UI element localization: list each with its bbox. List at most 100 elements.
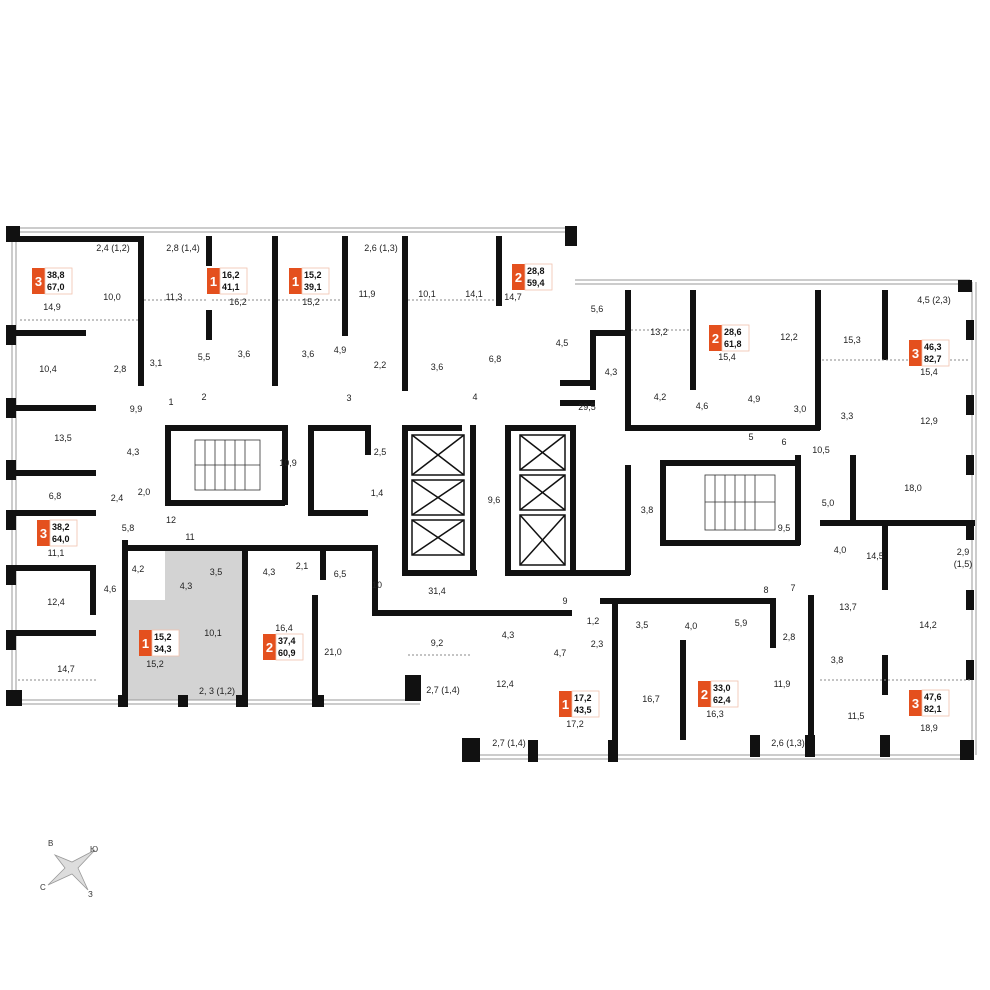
room-area-label: 3,8 [641, 505, 654, 515]
room-area-label: 4,9 [748, 394, 761, 404]
apartment-living-area: 38,8 [47, 270, 65, 280]
room-area-label: 4,0 [685, 621, 698, 631]
room-area-label: 3,6 [431, 362, 444, 372]
apartment-rooms-count: 3 [912, 346, 919, 361]
entrance-number: 4 [472, 392, 477, 402]
room-area-label: 3,3 [841, 411, 854, 421]
apartment-total-area: 34,3 [154, 644, 172, 654]
apartment-living-area: 47,6 [924, 692, 942, 702]
room-area-label: 3,5 [210, 567, 223, 577]
room-area-label: 11,1 [48, 548, 65, 558]
balcony-area-label: (1,5) [954, 559, 973, 569]
room-area-label: 14,2 [919, 620, 937, 630]
room-area-label: 15,4 [920, 367, 938, 377]
compass-north: В [48, 839, 53, 848]
room-area-label: 10,5 [812, 445, 830, 455]
room-area-label: 11,9 [774, 679, 791, 689]
room-area-label: 13,2 [650, 327, 668, 337]
entrance-number: 6 [781, 437, 786, 447]
compass-east: Ю [90, 845, 98, 854]
room-area-label: 3,6 [238, 349, 251, 359]
room-area-label: 12,4 [496, 679, 514, 689]
entrance-number: 7 [790, 583, 795, 593]
room-area-label: 4,6 [104, 584, 117, 594]
apartment-rooms-badge [263, 634, 276, 660]
room-area-label: 16,7 [642, 694, 660, 704]
entrance-number: 8 [763, 585, 768, 595]
apartment-living-area: 15,2 [154, 632, 172, 642]
room-area-label: 4,2 [654, 392, 667, 402]
balcony-area-label: 2,7 (1,4) [426, 685, 460, 695]
room-area-label: 14,5 [866, 551, 884, 561]
apartment-area-box [49, 519, 78, 547]
room-area-label: 5,8 [122, 523, 135, 533]
room-area-label: 10,0 [103, 292, 121, 302]
apartment-total-area: 62,4 [713, 695, 731, 705]
room-area-label: 9,2 [431, 638, 444, 648]
room-area-label: 5,5 [198, 352, 211, 362]
apartment-rooms-count: 2 [701, 687, 708, 702]
room-area-label: 4,3 [180, 581, 193, 591]
apartment-total-area: 82,7 [924, 354, 942, 364]
room-area-label: 2,1 [296, 561, 309, 571]
room-area-label: 4,3 [502, 630, 515, 640]
apartment-rooms-badge [37, 520, 50, 546]
apartment-rooms-count: 2 [712, 331, 719, 346]
apartment-rooms-count: 2 [266, 640, 273, 655]
apartment-rooms-count: 1 [292, 274, 299, 289]
room-area-label: 4,7 [554, 648, 567, 658]
room-area-label: 6,8 [489, 354, 502, 364]
selected-apartment-fill-top[interactable] [165, 545, 242, 605]
room-area-label: 1,4 [371, 488, 384, 498]
balcony-area-label: 4,5 (2,3) [917, 295, 951, 305]
room-area-label: 2,5 [374, 447, 387, 457]
room-area-label: 14,1 [465, 289, 483, 299]
apartment-rooms-badge [909, 340, 922, 366]
room-area-label: 5,9 [735, 618, 748, 628]
apartment-living-area: 28,8 [527, 266, 545, 276]
entrance-number: 3 [346, 393, 351, 403]
apartment-area-box [721, 324, 750, 352]
room-area-label: 2,3 [591, 639, 604, 649]
room-area-label: 2,4 [111, 493, 124, 503]
compass-south: З [88, 890, 93, 899]
elevators [411, 434, 566, 566]
room-area-label: 14,7 [57, 664, 75, 674]
apartment-rooms-count: 3 [35, 274, 42, 289]
room-area-label: 3,0 [794, 404, 807, 414]
room-area-label: 13,5 [54, 433, 72, 443]
room-area-label: 17,2 [566, 719, 584, 729]
room-area-label: 14,9 [43, 302, 61, 312]
apartment-rooms-count: 3 [40, 526, 47, 541]
room-area-label: 18,9 [920, 723, 938, 733]
apartment-living-area: 28,6 [724, 327, 742, 337]
entrance-number: 11 [185, 532, 194, 542]
apartment-rooms-count: 2 [515, 270, 522, 285]
room-area-label: 2,0 [138, 487, 151, 497]
apartment-area-box [710, 680, 739, 708]
room-area-label: 3,1 [150, 358, 163, 368]
room-area-label: 2,2 [374, 360, 387, 370]
entrance-number: 2 [201, 392, 206, 402]
apartment-living-area: 15,2 [304, 270, 322, 280]
room-area-label: 3,6 [302, 349, 315, 359]
entrance-number: 1 [168, 397, 173, 407]
apartment-rooms-badge [32, 268, 45, 294]
apartment-living-area: 37,4 [278, 636, 296, 646]
room-area-label: 5,6 [591, 304, 604, 314]
